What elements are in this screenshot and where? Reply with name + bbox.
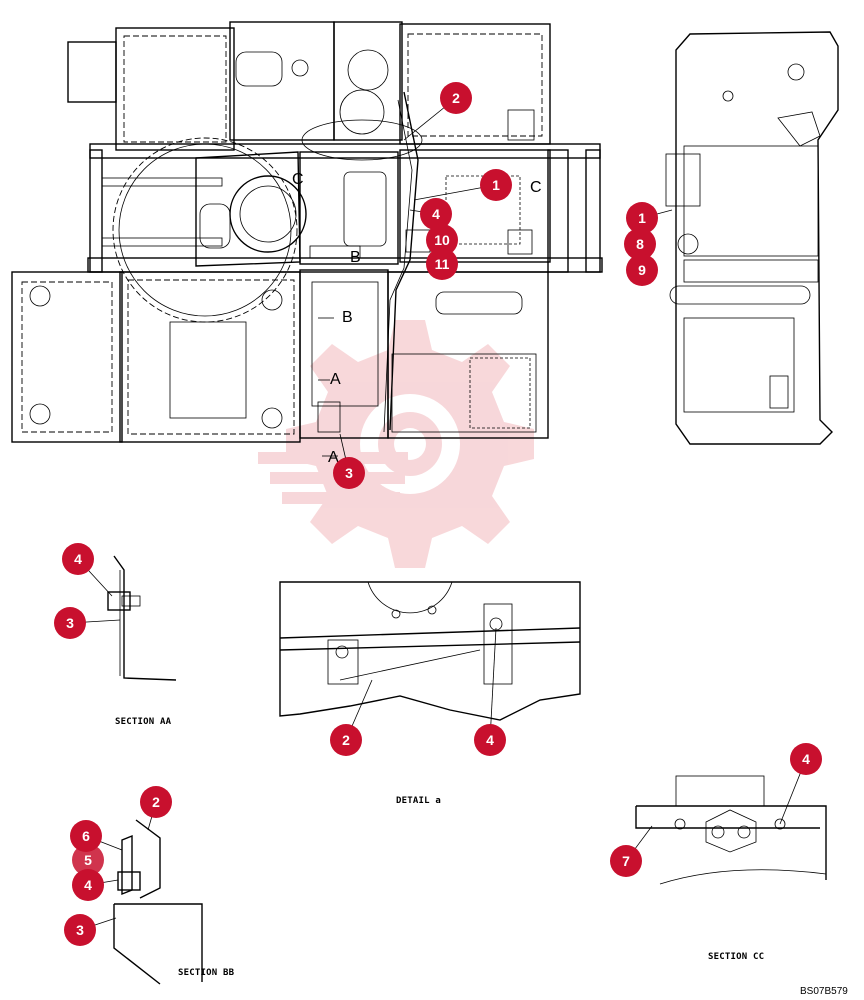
svg-text:1: 1: [638, 210, 646, 226]
svg-text:11: 11: [435, 256, 450, 272]
section-cc-view: SECTION CC: [635, 775, 827, 962]
section-aa-caption: SECTION AA: [115, 717, 172, 727]
detail-a-caption: DETAIL a: [396, 796, 441, 806]
callout-bb-3: 3: [64, 914, 117, 946]
section-letter-c-left: C: [292, 171, 304, 188]
callout-bb-4: 4: [72, 869, 119, 901]
svg-text:3: 3: [66, 615, 74, 631]
watermark-gear-logo: [258, 320, 534, 568]
callout-side-1: 1: [626, 202, 673, 234]
drawing-code: BS07B579: [800, 986, 848, 997]
svg-text:9: 9: [638, 262, 646, 278]
svg-text:4: 4: [74, 551, 82, 567]
side-view: [665, 31, 839, 445]
callout-aa-3: 3: [54, 607, 121, 639]
svg-text:1: 1: [492, 177, 500, 193]
svg-text:4: 4: [802, 751, 810, 767]
svg-text:5: 5: [84, 852, 92, 868]
callout-aa-4: 4: [62, 543, 113, 597]
callout-main-1: 1: [413, 169, 512, 201]
section-bb-caption: SECTION BB: [178, 968, 235, 978]
main-assembly-view: C C A A B B: [11, 21, 603, 466]
svg-text:6: 6: [82, 828, 90, 844]
section-letter-a-bottom: A: [328, 449, 339, 466]
callout-bb-2: 2: [140, 786, 172, 831]
detail-a-view: DETAIL a: [279, 581, 581, 806]
svg-text:2: 2: [342, 732, 350, 748]
svg-text:3: 3: [345, 465, 353, 481]
section-bb-view: SECTION BB: [113, 819, 235, 985]
section-letter-b-top: B: [342, 309, 353, 326]
section-letter-a-top: A: [330, 371, 341, 388]
svg-text:3: 3: [76, 922, 84, 938]
callout-main-10: 10: [426, 224, 458, 256]
callout-main-2: 2: [403, 82, 472, 141]
callout-detail-2: 2: [330, 679, 373, 756]
svg-text:2: 2: [452, 90, 460, 106]
callout-cc-4: 4: [779, 743, 822, 825]
svg-text:4: 4: [486, 732, 494, 748]
callout-bb-6: 6: [70, 820, 123, 852]
callout-cc-7: 7: [610, 825, 653, 877]
callout-bb-5: 5: [72, 844, 104, 876]
callout-detail-4: 4: [474, 627, 506, 756]
section-letter-b-bottom: B: [350, 249, 361, 266]
callout-side-8: 8: [624, 228, 656, 260]
callout-main-3: 3: [333, 433, 365, 489]
svg-text:10: 10: [434, 232, 450, 248]
callout-main-11: 11: [426, 248, 458, 280]
callouts: 2 1 4 10 11 3 1: [54, 82, 822, 946]
section-aa-view: SECTION AA: [107, 555, 177, 727]
svg-text:4: 4: [84, 877, 92, 893]
section-cc-caption: SECTION CC: [708, 952, 764, 962]
section-letter-c-right: C: [530, 179, 542, 196]
svg-text:2: 2: [152, 794, 160, 810]
callout-side-9: 9: [626, 254, 658, 286]
svg-text:7: 7: [622, 853, 630, 869]
svg-text:4: 4: [432, 206, 440, 222]
callout-main-4: 4: [409, 198, 452, 230]
svg-text:8: 8: [636, 236, 644, 252]
